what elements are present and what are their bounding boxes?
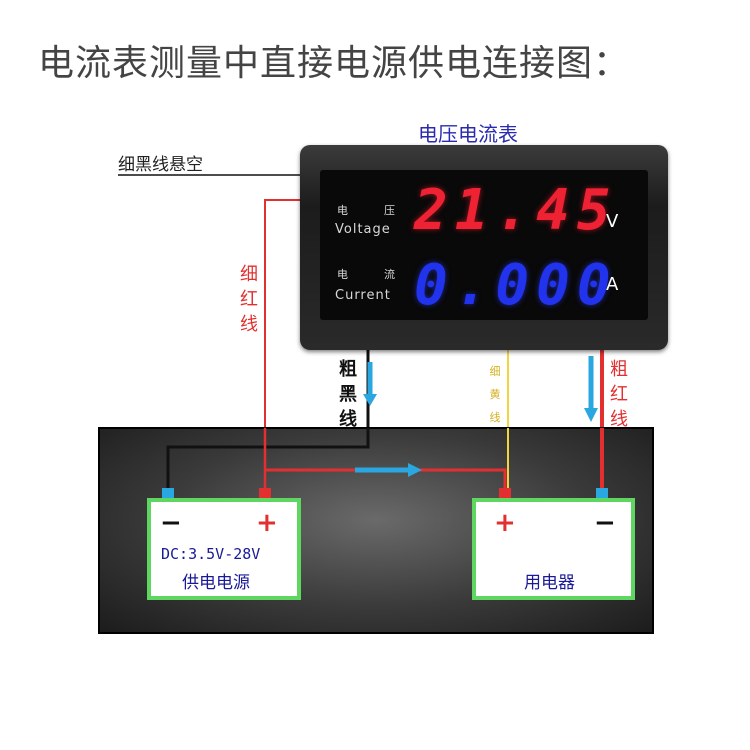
load-positive-terminal: [499, 488, 511, 498]
source-load-red-wire-board: [265, 468, 507, 490]
flow-arrow-head-icon: [408, 463, 422, 477]
down-arrow-red-icon: [584, 408, 598, 422]
thin-red-wire: [264, 199, 305, 490]
voltage-reading: 21.45: [414, 178, 618, 243]
source-plus-sign: +: [256, 508, 278, 538]
thin-yellow-wire-label: 细 黄 线: [489, 365, 501, 424]
voltage-cn-2: 压: [384, 204, 396, 217]
thin-black-floating-label: 细黑线悬空: [118, 155, 203, 175]
load-negative-terminal: [596, 488, 608, 498]
source-negative-terminal: [162, 488, 174, 498]
current-reading: 0.000: [414, 253, 618, 318]
source-positive-terminal: [259, 488, 271, 498]
source-spec: DC:3.5V-28V: [161, 545, 261, 563]
source-minus-sign: −: [160, 508, 182, 538]
current-en-label: Current: [335, 288, 391, 303]
page-title: 电流表测量中直接电源供电连接图：: [38, 43, 631, 84]
meter-face: [320, 170, 648, 320]
load-plus-sign: +: [494, 508, 516, 538]
current-cn-1: 电: [337, 268, 349, 281]
meter-label: 电压电流表: [418, 122, 518, 146]
voltage-en-label: Voltage: [335, 222, 391, 237]
thick-black-wire-board: [166, 428, 370, 492]
voltage-unit: V: [606, 211, 619, 232]
load-device: [472, 498, 635, 600]
load-name: 用电器: [524, 573, 575, 593]
power-source-battery: [147, 498, 301, 600]
load-minus-sign: −: [594, 508, 616, 538]
current-unit: A: [606, 274, 619, 295]
source-name: 供电电源: [182, 573, 250, 593]
voltage-cn-1: 电: [337, 204, 349, 217]
thick-red-wire-label: 粗 红 线: [610, 359, 628, 430]
thin-red-wire-label: 细 红 线: [240, 264, 258, 335]
down-arrow-black-icon: [363, 394, 377, 406]
thick-black-wire-label: 粗 黑 线: [339, 359, 357, 430]
current-cn-2: 流: [384, 268, 396, 281]
